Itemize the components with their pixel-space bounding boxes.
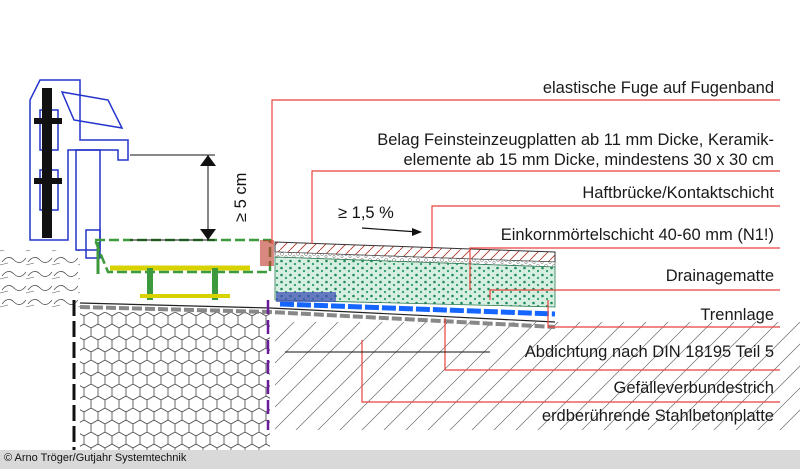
drainage-channel	[93, 238, 274, 300]
label-waterproofing: Abdichtung nach DIN 18195 Teil 5	[524, 343, 774, 361]
label-slab: erdberührende Stahlbetonplatte	[541, 407, 774, 425]
slope-indicator: ≥ 1,5 %	[338, 204, 422, 236]
gravel-fill	[80, 312, 270, 450]
credit-text: © Arno Tröger/Gutjahr Systemtechnik	[4, 452, 187, 464]
label-mortar-bed: Einkornmörtelschicht 40-60 mm (N1!)	[500, 226, 774, 244]
label-screed: Gefälleverbundestrich	[613, 379, 774, 397]
svg-text:≥ 5 cm: ≥ 5 cm	[232, 173, 250, 222]
label-separation-layer: Trennlage	[700, 306, 774, 324]
leader-lines	[271, 99, 780, 403]
soil-left	[0, 250, 80, 310]
height-dimension: ≥ 5 cm	[130, 154, 250, 241]
label-covering-1: Belag Feinsteinzeugplatten ab 11 mm Dick…	[377, 131, 774, 149]
window-frame	[29, 79, 129, 259]
mullion-profile	[34, 88, 62, 238]
label-bond-coat: Haftbrücke/Kontaktschicht	[582, 184, 774, 202]
drainage-layer	[274, 256, 556, 308]
label-drainage-mat: Drainagematte	[665, 267, 774, 285]
label-covering-2: elemente ab 15 mm Dicke, mindestens 30 x…	[403, 151, 774, 169]
svg-text:≥ 1,5 %: ≥ 1,5 %	[338, 204, 394, 222]
label-joint: elastische Fuge auf Fugenband	[542, 79, 774, 97]
section-drawing: ≥ 5 cm ≥ 1,5 %	[0, 79, 800, 450]
separation-layer	[279, 301, 556, 317]
credit-bar: © Arno Tröger/Gutjahr Systemtechnik	[0, 450, 800, 469]
